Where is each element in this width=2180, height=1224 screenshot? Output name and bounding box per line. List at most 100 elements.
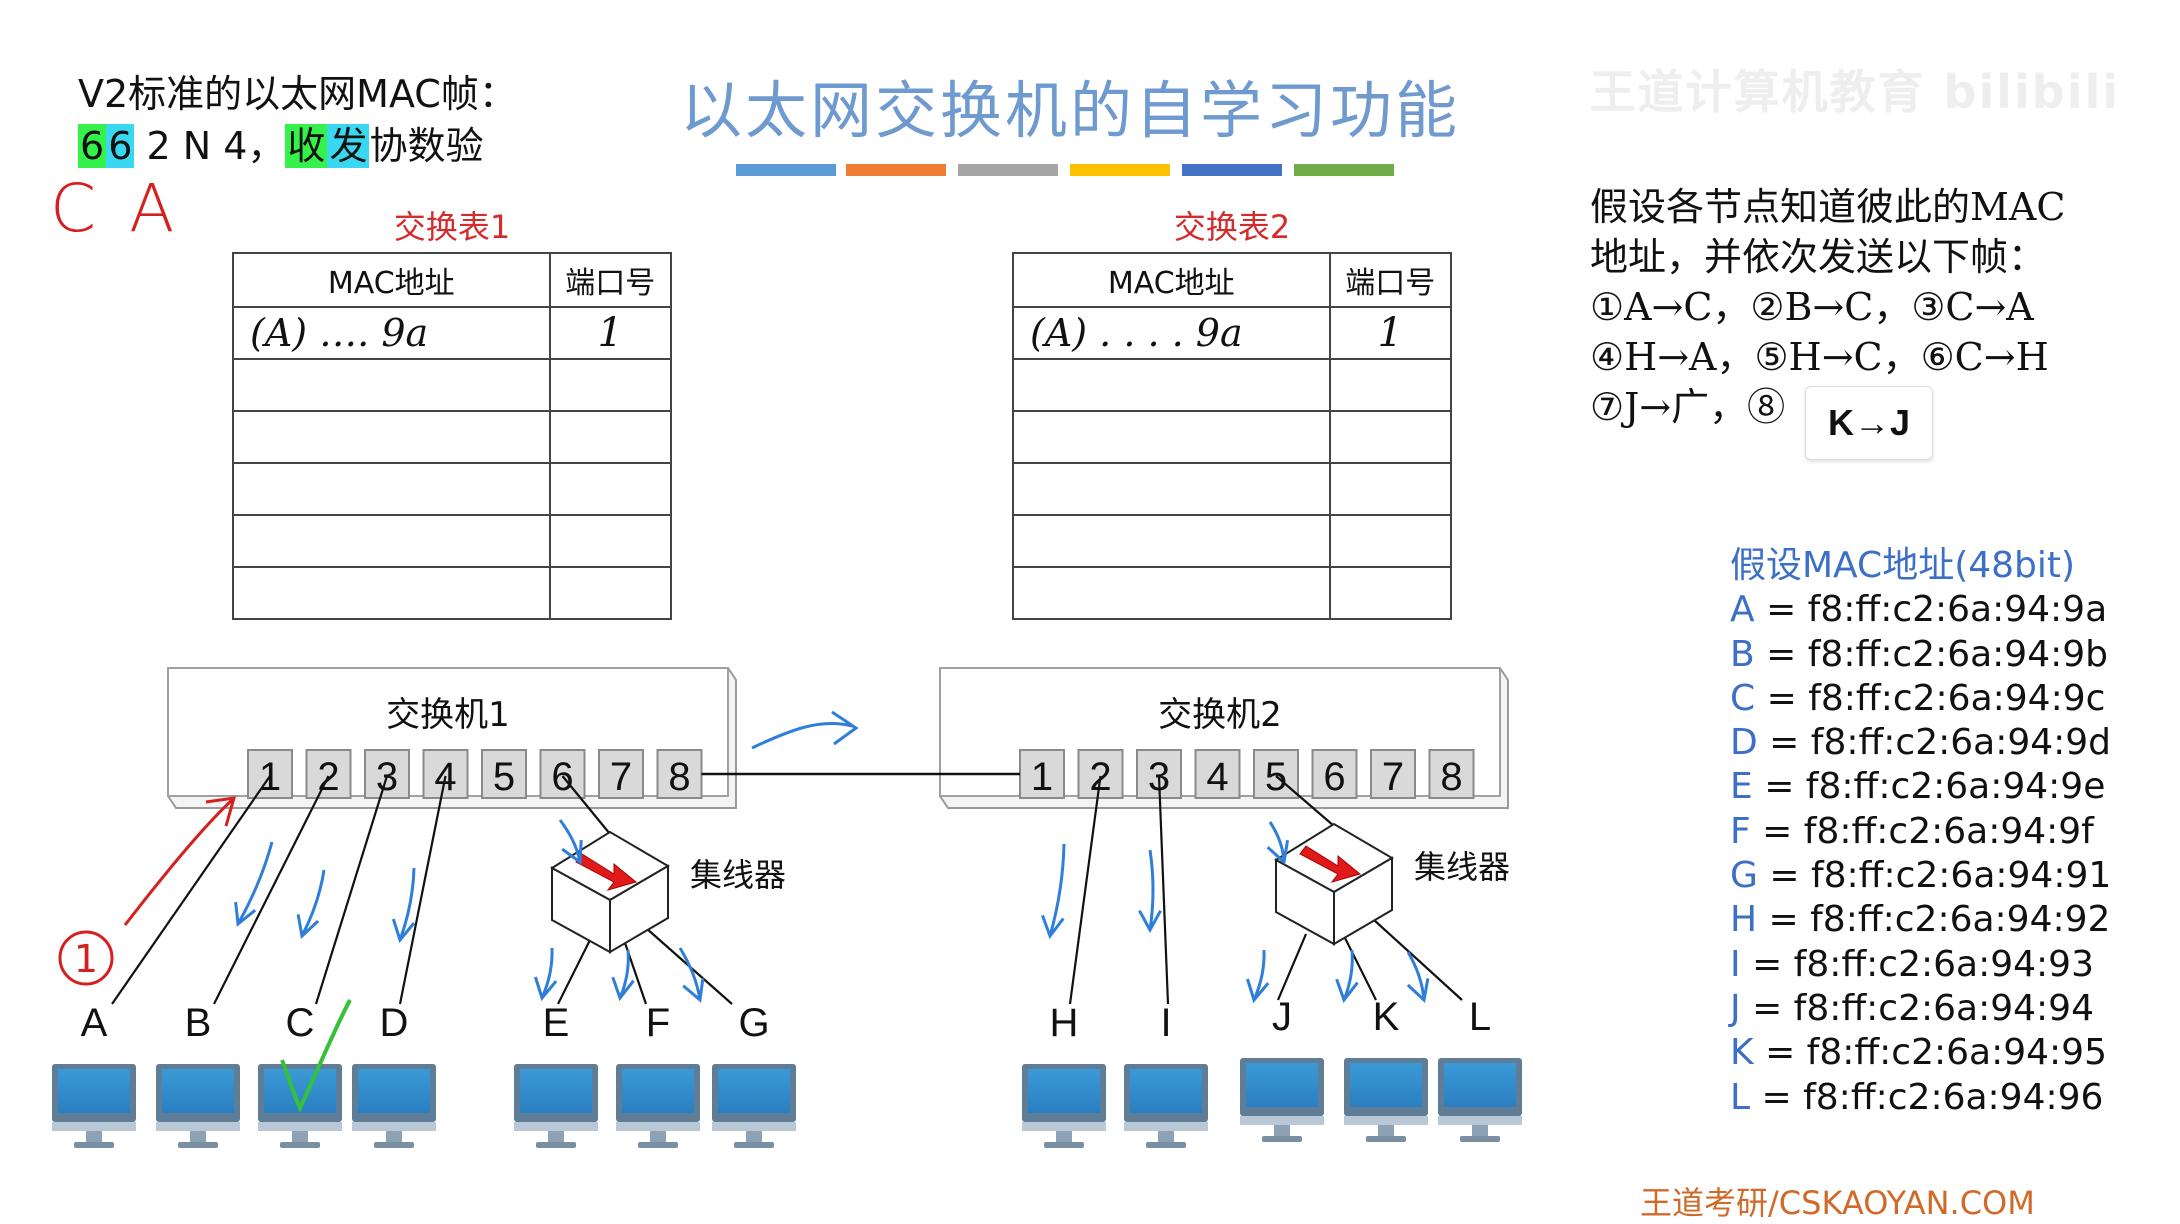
pc-j-base xyxy=(1262,1136,1302,1142)
pc-c-stand xyxy=(292,1131,308,1143)
mac-node-value: = f8:ff:c2:6a:94:9f xyxy=(1762,810,2094,852)
pc-j-bezel xyxy=(1240,1116,1324,1125)
mac-node-label: D xyxy=(1730,722,1770,764)
pc-c: C xyxy=(258,1001,342,1148)
mac-list-item: J = f8:ff:c2:6a:94:94 xyxy=(1730,987,2111,1031)
pc-g-bezel xyxy=(712,1122,796,1131)
blue-arrow-7 xyxy=(678,947,702,1001)
link-a xyxy=(111,775,271,1005)
pc-a: A xyxy=(52,1001,136,1148)
assumption-line4: ④H→A，⑤H→C，⑥C→H xyxy=(1590,335,2049,379)
pc-i-base xyxy=(1146,1142,1186,1148)
mac-node-label: A xyxy=(1730,589,1767,631)
pc-l-label: L xyxy=(1469,995,1491,1039)
pc-h-bezel xyxy=(1022,1122,1106,1131)
link-b xyxy=(213,775,330,1005)
pc-k-bezel xyxy=(1344,1116,1428,1125)
frame-format-line1: V2标准的以太网MAC帧： xyxy=(78,72,517,116)
blue-arrow-6 xyxy=(618,949,630,999)
pc-f-monitor xyxy=(616,1064,700,1122)
switch2-port-label: 6 xyxy=(1323,755,1345,799)
link-d xyxy=(398,775,447,1005)
switch1-port-label: 2 xyxy=(317,755,339,799)
assumption-line2: 地址，并依次发送以下帧： xyxy=(1590,235,2047,279)
pc-k-base xyxy=(1366,1136,1406,1142)
table2-title: 交换表2 xyxy=(1173,208,1291,246)
hub1: 集线器 xyxy=(550,830,786,954)
table-row xyxy=(232,514,673,568)
table1-cell-port xyxy=(548,514,673,568)
pc-j-stand xyxy=(1274,1125,1290,1137)
color-bar-4 xyxy=(1070,164,1170,176)
mac-node-value: = f8:ff:c2:6a:94:9d xyxy=(1769,722,2112,764)
link-l xyxy=(1373,919,1463,1001)
mac-list-item: B = f8:ff:c2:6a:94:9b xyxy=(1730,633,2111,677)
table-row: (A) . . . . 9a 1 xyxy=(1012,306,1453,360)
pc-d: D xyxy=(352,1001,436,1148)
pc-k-monitor xyxy=(1344,1058,1428,1116)
table2-cell-mac xyxy=(1012,410,1331,464)
table2-cell-mac xyxy=(1012,514,1331,568)
switch1-port-label: 3 xyxy=(376,755,398,799)
table-row xyxy=(232,566,673,620)
pc-l-monitor xyxy=(1438,1058,1522,1116)
pc-b-screen xyxy=(162,1069,234,1113)
pc-d-monitor xyxy=(352,1064,436,1122)
blue-arrow-2 xyxy=(300,869,326,937)
mac-list-item: G = f8:ff:c2:6a:94:91 xyxy=(1730,854,2111,898)
pc-j-label: J xyxy=(1272,995,1292,1039)
field-src-mac: 6 xyxy=(106,124,135,168)
mac-node-value: = f8:ff:c2:6a:94:93 xyxy=(1752,943,2094,985)
pc-g-label: G xyxy=(738,1001,769,1045)
pc-e-stand xyxy=(548,1131,564,1143)
switch-table-2: MAC地址 端口号 (A) . . . . 9a 1 xyxy=(1012,252,1453,620)
mac-node-value: = f8:ff:c2:6a:94:95 xyxy=(1765,1032,2107,1074)
table2-header-mac: MAC地址 xyxy=(1012,252,1331,308)
pc-f-stand xyxy=(650,1131,666,1143)
table2-header-port: 端口号 xyxy=(1328,252,1453,308)
pc-e-label: E xyxy=(543,1001,570,1045)
pc-d-bezel xyxy=(352,1122,436,1131)
mac-list-item: E = f8:ff:c2:6a:94:9e xyxy=(1730,765,2111,809)
link-f xyxy=(622,939,648,1005)
switch1-port xyxy=(364,749,410,799)
step-circle-icon xyxy=(58,930,114,986)
table1-cell-mac: (A) …. 9a xyxy=(232,306,551,360)
mac-node-label: E xyxy=(1730,766,1765,808)
current-frame-box: K→J xyxy=(1805,386,1933,460)
table1-cell-mac xyxy=(232,410,551,464)
table1-title: 交换表1 xyxy=(393,208,511,246)
blue-trunk-arrow-head-icon xyxy=(831,710,859,746)
pc-g-base xyxy=(734,1142,774,1148)
blue-arrow-8 xyxy=(1048,843,1066,937)
switch1-port-label: 5 xyxy=(493,755,515,799)
color-bar-5 xyxy=(1182,164,1282,176)
table-row xyxy=(1012,566,1453,620)
blue-arrow-1-head-icon xyxy=(234,901,257,927)
switch1-port-label: 8 xyxy=(668,755,690,799)
check-icon xyxy=(280,999,352,1113)
pc-d-screen xyxy=(358,1069,430,1113)
mac-list-item: K = f8:ff:c2:6a:94:95 xyxy=(1730,1031,2111,1075)
hub1-top xyxy=(550,830,670,902)
field-send: 发 xyxy=(327,124,370,168)
switch1-port xyxy=(656,749,703,799)
blue-arrow-12 xyxy=(1342,949,1354,1001)
switch2-port-label: 7 xyxy=(1382,755,1404,799)
assumption-line1: 假设各节点知道彼此的MAC xyxy=(1590,185,2066,229)
switch2-body xyxy=(939,667,1509,809)
table1-cell-port xyxy=(548,566,673,620)
step-number: 1 xyxy=(74,937,98,981)
pc-b-base xyxy=(178,1142,218,1148)
mac-node-label: J xyxy=(1730,987,1753,1029)
blue-arrow-11 xyxy=(1252,949,1266,1001)
pc-b-monitor xyxy=(156,1064,240,1122)
red-arrow-line xyxy=(123,798,234,926)
link-j xyxy=(1276,933,1308,1001)
link-g xyxy=(645,927,733,1005)
switch1-port-label: 1 xyxy=(259,755,281,799)
pc-a-stand xyxy=(86,1131,102,1143)
